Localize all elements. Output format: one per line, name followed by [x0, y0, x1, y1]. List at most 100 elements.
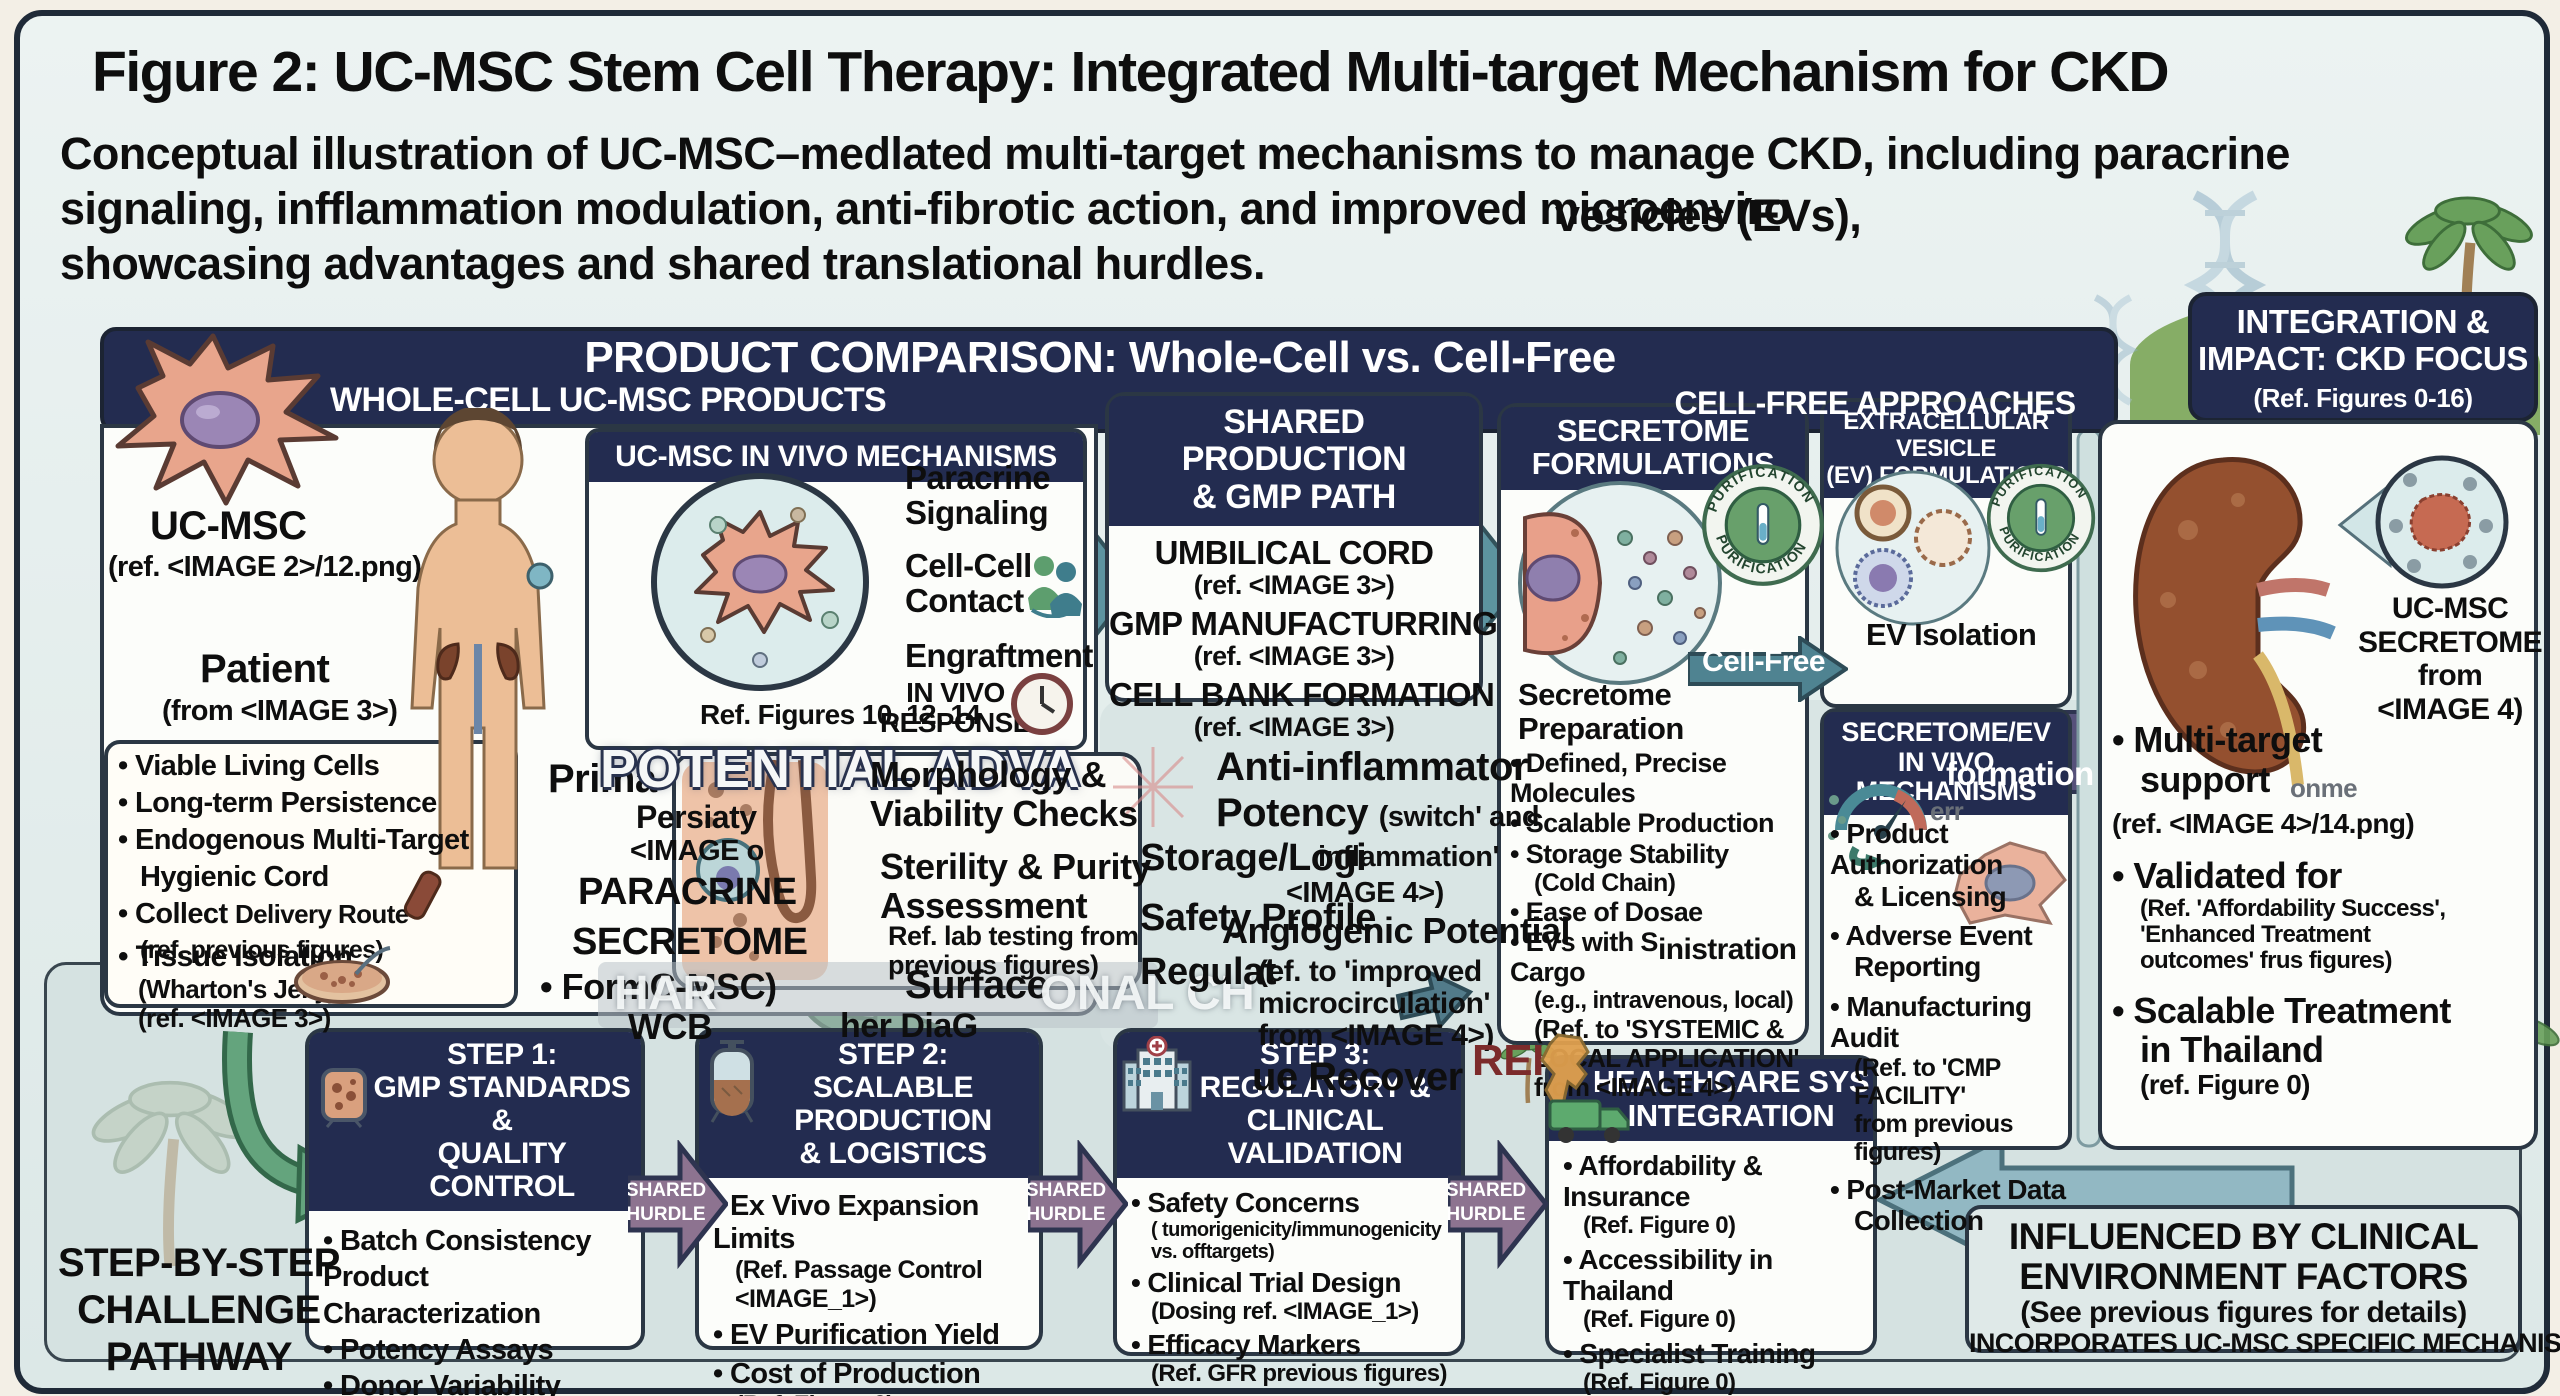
- svg-text:HURDLE: HURDLE: [1028, 1204, 1106, 1225]
- gmp-path-header: SHARED PRODUCTION& GMP PATH: [1109, 396, 1479, 527]
- step1-header: STEP 1:GMP STANDARDS &QUALITY CONTROL: [309, 1032, 641, 1211]
- shared-hurdle-arrow-3: SHARED HURDLE: [1448, 1140, 1548, 1270]
- cell-free-label: Cell-Free: [1702, 645, 1826, 678]
- potential-advantages-banner: POTENTIAL ADVA: [600, 739, 1082, 799]
- fragment-err: err: [1930, 796, 1964, 826]
- faded-banner: [598, 962, 1158, 1028]
- sev-bullets: • Product Authorization & Licensing • Ad…: [1830, 818, 2066, 1236]
- fragment-rei: REI: [1472, 1036, 1544, 1085]
- patient-illustration: [410, 408, 554, 870]
- ev-isolation-label: EV Isolation: [1866, 617, 2037, 652]
- ev-vesicles-illustration: [1835, 470, 1991, 626]
- fragment-form-cmsc: • FormC-MSC): [540, 966, 777, 1007]
- secretome-label: SECRETOME: [572, 921, 808, 963]
- anti-inflammatory-potency: Potency (switch' and: [1216, 791, 1540, 835]
- patient-label: Patient: [200, 647, 330, 691]
- step3-bullets: • Safety Concerns ( tumorigenicity/immun…: [1131, 1187, 1447, 1396]
- ucmsc-label: UC-MSC: [150, 504, 307, 548]
- kidney-magnifier-illustration: [2337, 455, 2509, 589]
- patient-ref: (from <IMAGE 3>): [162, 695, 398, 727]
- figure-subtitle-line3: showcasing advantages and shared transla…: [60, 238, 1265, 289]
- fragment-prima: Prima: [548, 757, 657, 801]
- invivo-figref: Ref. Figures 10, 12, 14: [700, 699, 981, 730]
- fragment-har: HAR: [614, 967, 717, 1020]
- leftlist-items: • Viable Living Cells • Long-term Persis…: [118, 750, 469, 964]
- healthcare-bullets: • Affordability & Insurance (Ref. Figure…: [1563, 1150, 1816, 1396]
- influenced-factors-text: INFLUENCED BY CLINICAL ENVIRONMENT FACTO…: [1969, 1216, 2560, 1359]
- fragment-persiaty: Persiaty: [636, 799, 757, 835]
- step2-header: STEP 2:SCALABLE PRODUCTION& LOGISTICS: [699, 1032, 1039, 1178]
- shared-hurdle-arrow-1: SHARED HURDLE: [628, 1140, 728, 1270]
- secretome-bullets: • Defined, Precise Molecules • Scalable …: [1510, 748, 1800, 1102]
- gauge-icon: [1828, 784, 1927, 870]
- fragment-surface: Surface: [905, 963, 1049, 1007]
- banner-right-label: CELL-FREE APPROACHES: [1674, 385, 2076, 421]
- purification-badge-icon: PURIFICATION PURIFICATION: [1702, 464, 1824, 586]
- safety-profile: Safety Profile: [1140, 897, 1376, 939]
- anti-inflammatory-title: Anti-inflammator: [1216, 745, 1529, 789]
- skin-follicle-illustration: [682, 760, 828, 980]
- svg-text:HURDLE: HURDLE: [1448, 1204, 1526, 1225]
- fragment-recover: ue Recover: [1252, 1055, 1463, 1099]
- fragment-formation: formation: [1946, 755, 2094, 792]
- angiogenic-potential: Angiogenic Potential: [1222, 910, 1571, 951]
- step2-bullets: • Ex Vivo Expansion Limits (Ref. Passage…: [713, 1190, 1000, 1396]
- ucmsc-ref: (ref. <IMAGE 2>/12.png): [108, 551, 422, 583]
- fragment-regulat: Regulat: [1140, 951, 1276, 993]
- fragment-image4: <IMAGE 4>): [1286, 877, 1444, 909]
- kidney-illustration: [2133, 457, 2336, 786]
- purification-badge-ev-icon: PURIFICATION PURIFICATION: [1986, 463, 2096, 573]
- fragment-onal: ONAL CH: [1040, 967, 1255, 1020]
- clock-icon: [1011, 673, 1073, 735]
- truck-icon: [1548, 1099, 1630, 1143]
- step1-bullets: • Batch Consistency Product Characteriza…: [323, 1225, 591, 1396]
- svg-text:SHARED: SHARED: [628, 1180, 706, 1201]
- spark-decoration: [1113, 747, 1193, 827]
- shared-hurdle-arrow-2: SHARED HURDLE: [1028, 1140, 1128, 1270]
- banner-title: PRODUCT COMPARISON: Whole-Cell vs. Cell-…: [584, 333, 1616, 382]
- palm-tree-icon: [2405, 196, 2533, 345]
- paracrine-label: PARACRINE: [578, 871, 797, 913]
- figure-subtitle-line2-overlap: vesicles (EVs),: [1555, 190, 1862, 241]
- svg-text:SHARED: SHARED: [1028, 1180, 1106, 1201]
- cell-bag-icon: [321, 1068, 367, 1128]
- figure-title: Figure 2: UC-MSC Stem Cell Therapy: Inte…: [92, 40, 2170, 104]
- cell-free-arrow: [1688, 636, 1848, 702]
- figure-subtitle-line1: Conceptual illustration of UC-MSC–medlat…: [60, 128, 2290, 179]
- gmp-path-box: SHARED PRODUCTION& GMP PATH UMBILICAL CO…: [1105, 392, 1498, 741]
- fragment-diag: her DiaG: [840, 1007, 978, 1045]
- fragment-wcb: WCB: [628, 1006, 713, 1047]
- figure-subtitle-line2: signaling, infflammation modulation, ant…: [60, 183, 1791, 234]
- integration-impact-header: INTEGRATION &IMPACT: CKD FOCUS(Ref. Figu…: [2188, 292, 2538, 422]
- magnified-cell-illustration: [651, 473, 869, 691]
- influenced-factors-box: INFLUENCED BY CLINICAL ENVIRONMENT FACTO…: [1965, 1205, 2560, 1358]
- fragment-image-o: <IMAGE o: [630, 835, 764, 867]
- invivo-mechanisms-header: UC-MSC IN VIVO MECHANISMS: [589, 432, 1083, 482]
- svg-text:HURDLE: HURDLE: [628, 1204, 706, 1225]
- mechanism-engraftment: Engraftment: [905, 637, 1093, 674]
- gmp-items: UMBILICAL CORD (ref. <IMAGE 3>) GMP MANU…: [1109, 534, 1498, 742]
- storage-logistics: Storage/Logi: [1140, 837, 1367, 879]
- banner-left-label: WHOLE-CELL UC-MSC PRODUCTS: [330, 381, 887, 419]
- people-icon: [1028, 556, 1082, 618]
- bandage-icon: [403, 870, 442, 920]
- whole-cell-advantages-box: [104, 740, 518, 1008]
- sev-cell-fragment-illustration: [1953, 841, 2067, 926]
- ucmsc-cell-illustration: [115, 333, 339, 506]
- petri-dish-icon: [294, 946, 391, 1004]
- morphology-text: Morphology &Viability Checks: [870, 754, 1138, 834]
- svg-text:SHARED: SHARED: [1448, 1180, 1526, 1201]
- bioreactor-icon: [710, 1040, 754, 1123]
